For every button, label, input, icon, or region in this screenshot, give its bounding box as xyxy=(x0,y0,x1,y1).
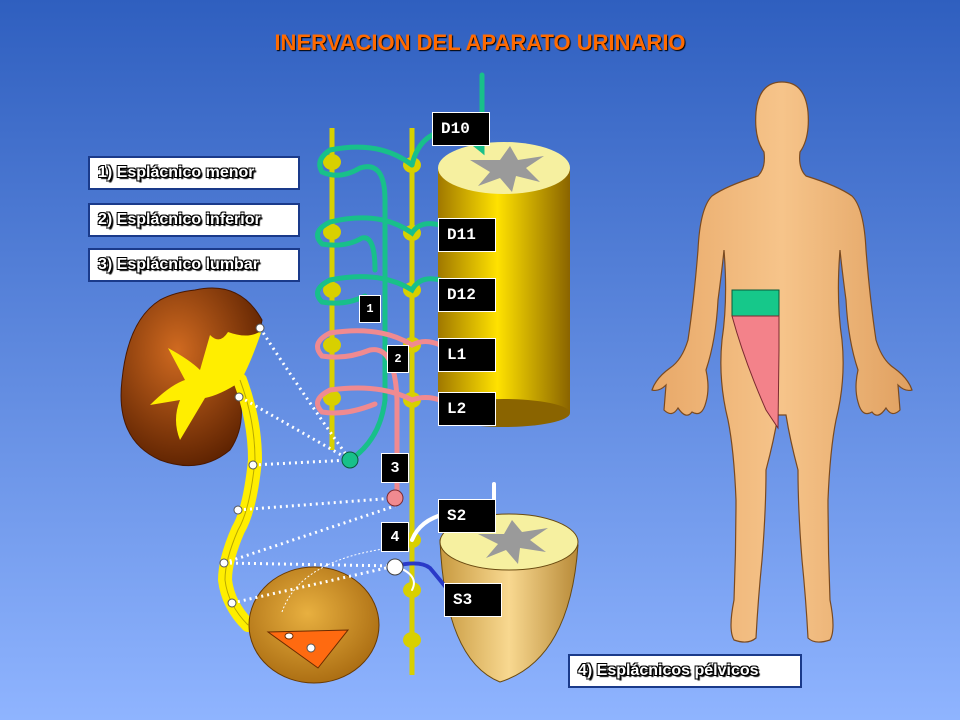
legend-item-1-label: 1) Esplácnico menor xyxy=(98,164,255,181)
legend-item-2-label: 2) Esplácnico inferior xyxy=(98,211,261,228)
segment-s3: S3 xyxy=(444,583,502,617)
marker-1: 1 xyxy=(359,295,381,323)
segment-s2: S2 xyxy=(438,499,496,533)
ureter-dots xyxy=(219,323,316,653)
kidney xyxy=(120,287,263,467)
segment-d10-label: D10 xyxy=(441,120,470,138)
marker-2-label: 2 xyxy=(394,352,402,366)
segment-d12-label: D12 xyxy=(447,286,476,304)
legend-item-2: 2) Esplácnico inferior xyxy=(88,203,300,237)
marker-1-label: 1 xyxy=(366,302,374,316)
ureter-outline xyxy=(224,379,256,626)
human-body-figure xyxy=(651,81,913,643)
segment-l2: L2 xyxy=(438,392,496,426)
marker-2: 2 xyxy=(387,345,409,373)
page-title: INERVACION DEL APARATO URINARIO xyxy=(274,30,686,55)
marker-4-label: 4 xyxy=(390,529,400,546)
dermatome-green xyxy=(731,289,780,317)
legend-item-4: 4) Esplácnicos pélvicos xyxy=(568,654,802,688)
legend-item-3: 3) Esplácnico lumbar xyxy=(88,248,300,282)
legend-item-3-label: 3) Esplácnico lumbar xyxy=(98,256,259,273)
segment-s2-label: S2 xyxy=(447,507,467,525)
segment-d11: D11 xyxy=(438,218,496,252)
segment-l1-label: L1 xyxy=(447,346,467,364)
dotted-connections xyxy=(223,327,396,605)
legend-item-1: 1) Esplácnico menor xyxy=(88,156,300,190)
pink-ganglion xyxy=(386,489,404,507)
segment-d12: D12 xyxy=(438,278,496,312)
marker-3-label: 3 xyxy=(390,460,400,477)
legend-item-4-label: 4) Esplácnicos pélvicos xyxy=(578,662,759,679)
segment-l2-label: L2 xyxy=(447,400,467,418)
segment-d10: D10 xyxy=(432,112,490,146)
dermatome-pink xyxy=(731,315,780,430)
green-ganglion xyxy=(341,451,359,469)
white-ganglion xyxy=(386,558,404,576)
marker-3: 3 xyxy=(381,453,409,483)
pink-splanchnic-nerves xyxy=(315,328,443,493)
segment-d11-label: D11 xyxy=(447,226,476,244)
marker-4: 4 xyxy=(381,522,409,552)
segment-s3-label: S3 xyxy=(453,591,473,609)
segment-l1: L1 xyxy=(438,338,496,372)
